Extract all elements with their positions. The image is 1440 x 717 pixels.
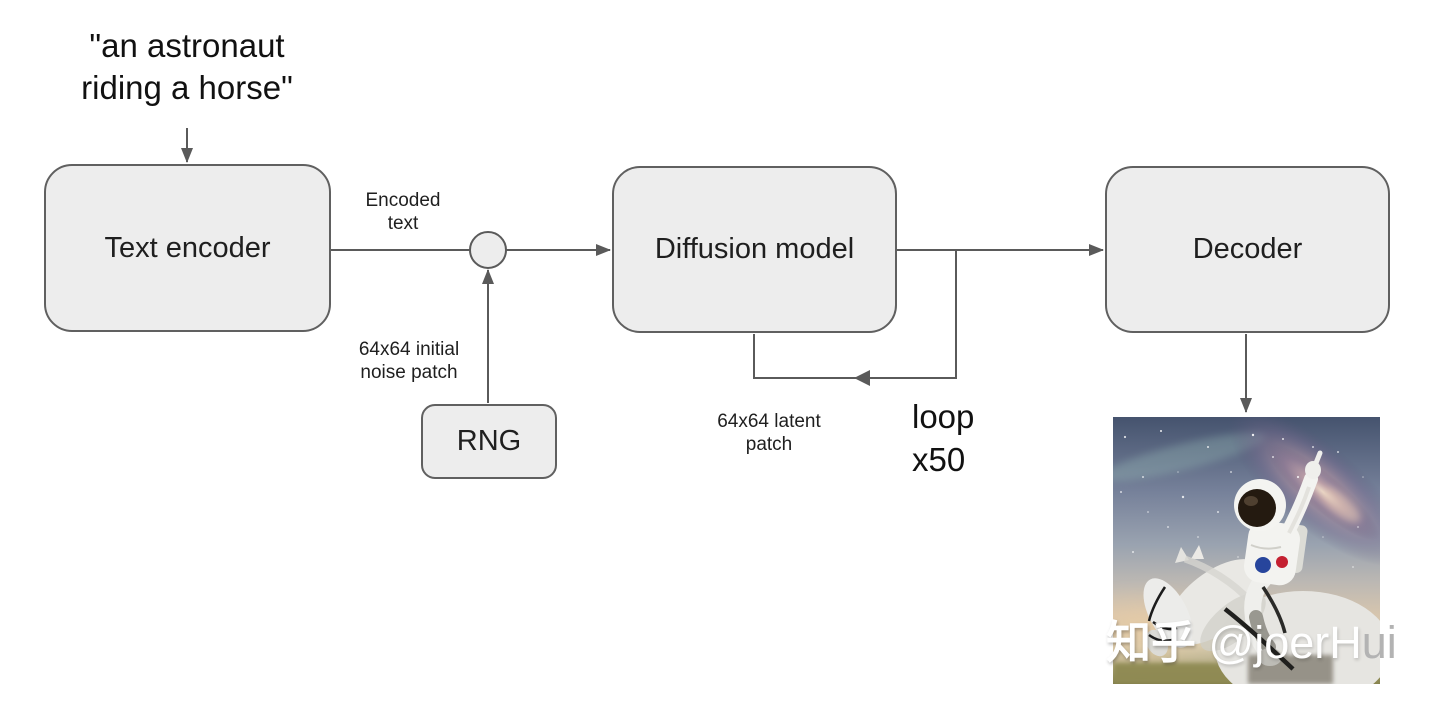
initial-noise-line1: 64x64 initial: [358, 339, 460, 360]
blue-patch: [1255, 557, 1271, 573]
prompt-line1: "an astronaut: [89, 27, 285, 64]
encoded-text-line2: text: [387, 213, 419, 234]
node-decoder: Decoder: [1105, 166, 1390, 333]
loop-line1: loop: [912, 398, 975, 435]
latent-patch-line1: 64x64 latent: [717, 411, 821, 432]
latent-patch-line2: patch: [745, 434, 793, 455]
node-diffusion-model-label: Diffusion model: [654, 233, 855, 265]
watermark-overflow: ui: [1361, 617, 1397, 668]
latent-patch-label: 64x64 latent patch: [699, 410, 839, 456]
glove: [1305, 461, 1321, 479]
prompt-text: "an astronaut riding a horse": [57, 25, 317, 109]
node-diffusion-model: Diffusion model: [612, 166, 897, 333]
watermark-logo: 知乎: [1106, 617, 1197, 668]
loop-count-label: loop x50: [912, 395, 974, 481]
loop-line2: x50: [912, 441, 966, 478]
stars: [1120, 430, 1364, 568]
initial-noise-line2: noise patch: [360, 362, 458, 383]
saddle-strap: [1223, 607, 1295, 671]
encoded-text-label: Encoded text: [340, 189, 466, 235]
watermark-handle: @joerH: [1196, 617, 1362, 668]
red-patch: [1276, 556, 1288, 568]
prompt-line2: riding a horse": [81, 69, 293, 106]
loop-arrowhead: [854, 370, 870, 386]
node-rng-label: RNG: [456, 425, 522, 457]
output-image: [1113, 417, 1380, 684]
node-text-encoder: Text encoder: [44, 164, 331, 332]
helmet-visor: [1238, 489, 1276, 527]
aurora-streak: [1113, 432, 1266, 482]
bridle: [1147, 586, 1178, 643]
watermark: 知乎 @joerHui: [1106, 618, 1397, 668]
node-decoder-label: Decoder: [1192, 233, 1303, 265]
initial-noise-label: 64x64 initial noise patch: [339, 338, 479, 384]
astronaut: [1223, 450, 1323, 671]
node-text-encoder-label: Text encoder: [104, 231, 271, 264]
encoded-text-line1: Encoded: [365, 190, 441, 211]
merge-circle: [469, 231, 507, 269]
node-rng: RNG: [421, 404, 557, 479]
milky-way: [1228, 417, 1380, 566]
